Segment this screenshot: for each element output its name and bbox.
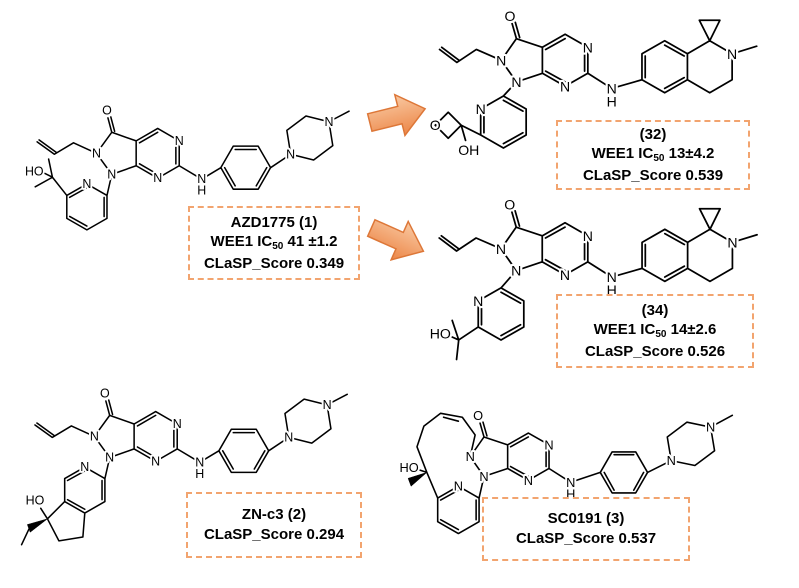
compound-name: (34)	[641, 301, 669, 319]
atom-label-oh: OH	[458, 142, 479, 158]
label-box-sc0191: SC0191 (3) CLaSP_Score 0.537	[482, 497, 690, 561]
compound-name: (32)	[639, 125, 667, 143]
atom-label-n: N	[479, 469, 488, 484]
atom-label-n: N	[560, 267, 570, 283]
atom-label-nh-n: N	[197, 172, 206, 186]
label-box-32: (32) WEE1 IC50 13±4.2 CLaSP_Score 0.539	[556, 120, 750, 190]
compound-name: SC0191 (3)	[547, 510, 625, 528]
atom-label-n: N	[173, 417, 182, 431]
molecule-structure-sc0191: O N N N N N H N HO N N	[398, 406, 734, 535]
label-box-34: (34) WEE1 IC50 14±2.6 CLaSP_Score 0.526	[556, 294, 754, 368]
atom-label-oxetane-o: O	[430, 117, 441, 133]
atom-label-n: N	[560, 78, 570, 94]
compound-name: ZN-c3 (2)	[241, 506, 307, 524]
clasp-score-line: CLaSP_Score 0.539	[582, 166, 724, 184]
molecule-structure-32: O N N N N N H N O OH N	[428, 6, 758, 160]
arrow-to-compound-34	[366, 218, 425, 261]
bond-skeleton	[20, 393, 348, 546]
atom-label-nh-n: N	[566, 475, 575, 490]
wee1-ic50-line: WEE1 IC50 13±4.2	[591, 145, 715, 165]
clasp-score-line: CLaSP_Score 0.294	[203, 526, 345, 543]
arrow-to-compound-32	[366, 93, 427, 138]
atom-label-pyridine-n: N	[476, 101, 486, 117]
atom-label-pyridine-n: N	[82, 177, 91, 191]
atom-label-piperazine-n: N	[284, 430, 293, 444]
wee1-ic50-line: WEE1 IC50 14±2.6	[593, 321, 717, 341]
wee1-ic50-line: WEE1 IC50 41 ±1.2	[210, 233, 338, 253]
atom-label-nh-h: H	[197, 184, 206, 198]
ic50-subscript: 50	[653, 153, 665, 165]
atom-label-n: N	[583, 39, 593, 55]
atom-label-n: N	[90, 429, 99, 443]
clasp-score-line: CLaSP_Score 0.349	[203, 254, 345, 272]
ic50-subscript: 50	[655, 329, 667, 341]
atom-label-ho: HO	[430, 325, 451, 341]
atom-label-n: N	[544, 437, 553, 452]
atom-label-n: N	[496, 241, 506, 257]
atom-label-n: N	[107, 167, 116, 181]
stereo-wedge-bond	[27, 518, 48, 533]
stereo-wedge-bond	[407, 472, 428, 487]
bond-skeleton	[434, 19, 758, 149]
atom-label-nh-n: N	[195, 455, 204, 469]
atom-label-nh-n: N	[607, 80, 617, 96]
atom-label-thiq-n: N	[727, 234, 737, 250]
atom-label-n: N	[496, 52, 506, 68]
atom-label-n: N	[153, 171, 162, 185]
molecule-structure-azd1775: O N N N N N H N HO N N	[23, 101, 350, 231]
atom-label-piperazine-n: N	[324, 115, 333, 129]
atom-label-n: N	[92, 146, 101, 160]
atom-label-n: N	[511, 263, 521, 279]
clasp-score-line: CLaSP_Score 0.526	[584, 342, 726, 360]
atom-label-piperazine-n: N	[323, 398, 332, 412]
compound-name: AZD1775 (1)	[230, 213, 318, 231]
ic50-subscript: 50	[272, 241, 284, 253]
atom-label-thiq-n: N	[727, 46, 737, 62]
atom-label-o: O	[100, 386, 110, 400]
atom-label-n: N	[524, 473, 533, 488]
atom-label-nh-h: H	[195, 467, 204, 481]
block-arrow-icon	[366, 93, 427, 138]
block-arrow-icon	[366, 218, 425, 261]
atom-label-o: O	[504, 196, 515, 212]
clasp-score-line: CLaSP_Score 0.537	[515, 530, 657, 547]
atom-label-ho: HO	[400, 460, 419, 475]
atom-label-ho: HO	[25, 165, 44, 179]
atom-label-nh-h: H	[607, 93, 617, 109]
atom-label-n: N	[151, 454, 160, 468]
bond-skeleton	[34, 110, 350, 231]
atom-label-n: N	[583, 228, 593, 244]
atom-label-ho: HO	[26, 494, 45, 508]
bond-skeleton	[438, 207, 758, 361]
atom-label-pyridine-n: N	[80, 460, 89, 474]
atom-label-pyridine-n: N	[473, 293, 483, 309]
atom-label-piperazine-n: N	[286, 147, 295, 161]
atom-label-o: O	[504, 8, 515, 24]
atom-label-pyridine-n: N	[454, 479, 463, 494]
atom-label-n: N	[466, 449, 475, 464]
atom-label-n: N	[105, 451, 114, 465]
molecule-structure-34: O N N N N N H N HO N	[428, 194, 758, 361]
atom-label-piperazine-n: N	[667, 453, 676, 468]
atom-label-n: N	[511, 74, 521, 90]
atom-label-piperazine-n: N	[706, 420, 715, 435]
label-box-znc3: ZN-c3 (2) CLaSP_Score 0.294	[186, 492, 362, 558]
atom-label-o: O	[102, 103, 112, 117]
atom-label-o: O	[473, 408, 483, 423]
molecule-structure-znc3: O N N N N N H N HO N N	[20, 384, 348, 546]
label-box-azd1775: AZD1775 (1) WEE1 IC50 41 ±1.2 CLaSP_Scor…	[188, 206, 360, 280]
atom-label-nh-n: N	[607, 269, 617, 285]
bond-skeleton	[416, 412, 734, 535]
atom-label-n: N	[175, 134, 184, 148]
